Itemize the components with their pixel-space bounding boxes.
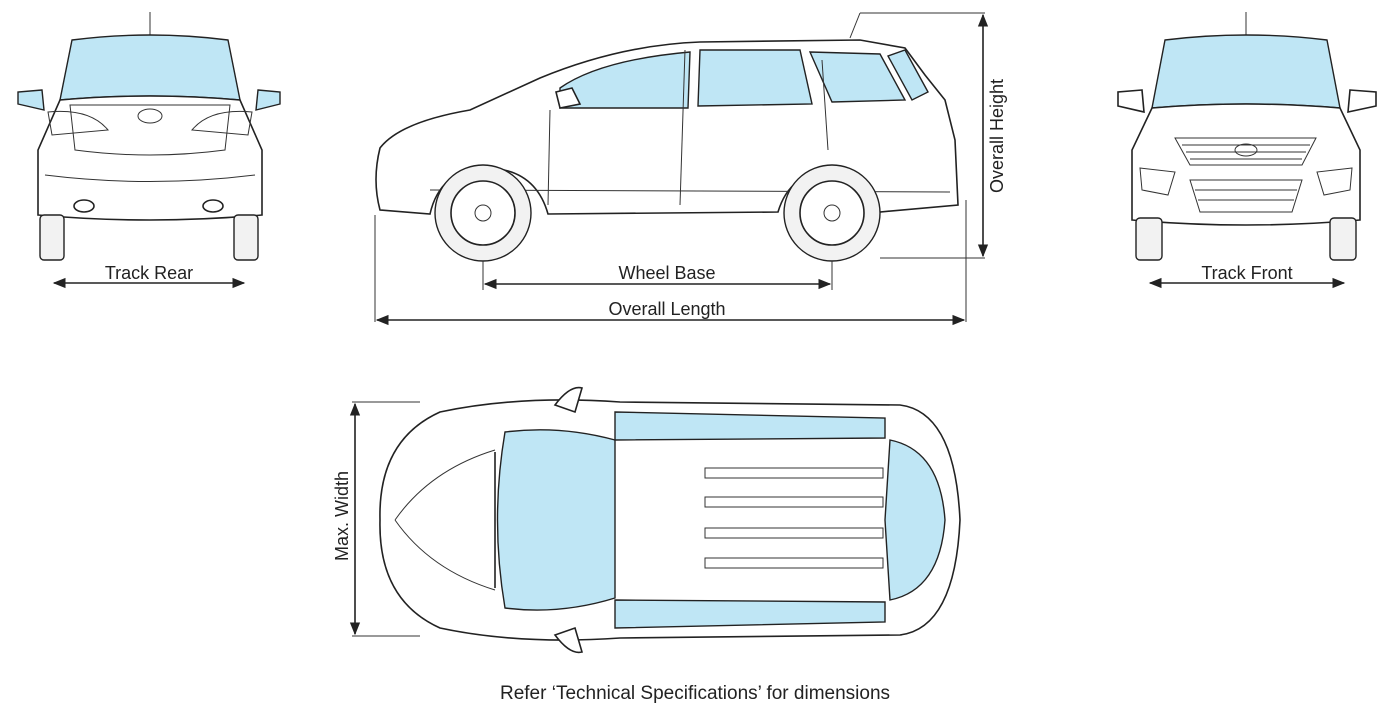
caption: Refer ‘Technical Specifications’ for dim… [499,683,891,704]
side-view [374,12,985,322]
overall-length-dimension: Overall Length [375,299,966,326]
top-view [352,386,961,654]
rear-view [17,12,281,261]
max-width-dimension: Max. Width [332,402,361,636]
track-front-label: Track Front [1201,263,1292,283]
overall-height-dimension: Overall Height [977,13,1007,258]
wheel-base-dimension: Wheel Base [483,263,832,290]
track-front-dimension: Track Front [1148,263,1346,289]
track-rear-dimension: Track Rear [52,263,246,289]
front-view [1117,12,1377,261]
overall-length-label: Overall Length [608,299,725,319]
wheel-base-label: Wheel Base [618,263,715,283]
track-rear-label: Track Rear [105,263,193,283]
overall-height-label: Overall Height [987,79,1007,193]
max-width-label: Max. Width [332,471,352,561]
